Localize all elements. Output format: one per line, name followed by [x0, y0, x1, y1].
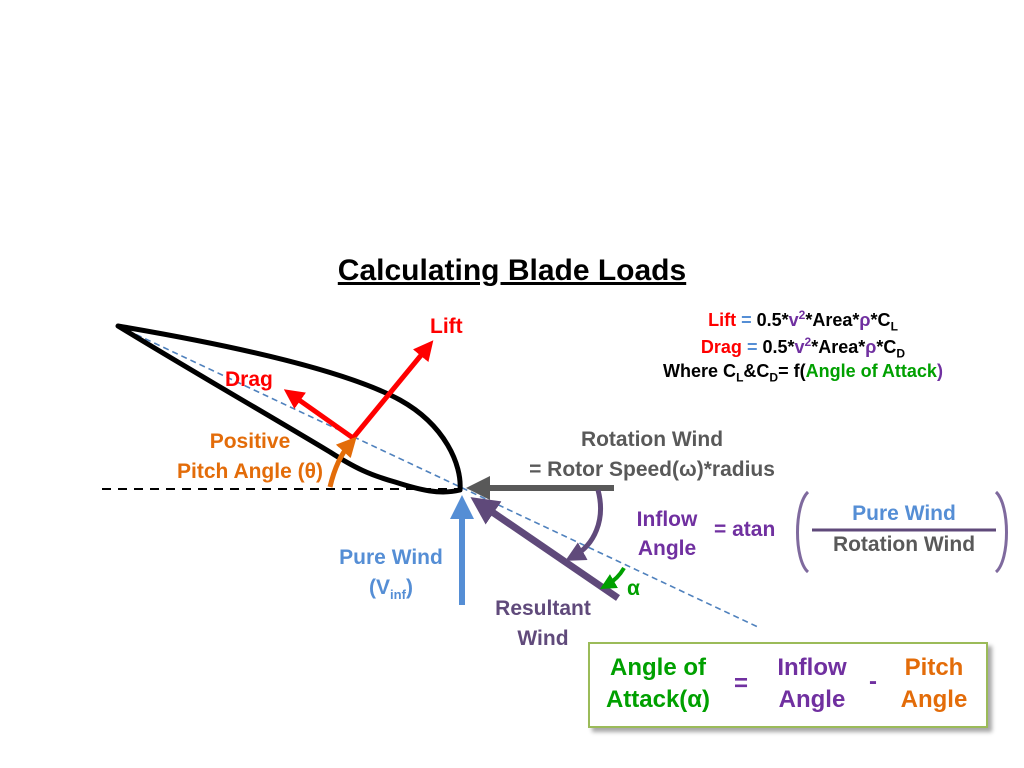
- resultant-wind-arrow: [470, 497, 620, 601]
- drag-label: Drag: [225, 368, 273, 391]
- pitch-angle-text: Pitch Angle (θ): [177, 460, 323, 483]
- resultant-text: Resultant: [495, 597, 591, 620]
- angle-text: Angle: [637, 537, 697, 560]
- atan-label: = atan: [714, 518, 776, 541]
- pitch-angle-arc: [327, 436, 357, 488]
- resultant-wind-label: Resultant Wind: [478, 594, 608, 654]
- coefficient-equation: Where CL&CD= f(Angle of Attack): [663, 361, 943, 385]
- pure-wind-text: Pure Wind: [339, 546, 443, 569]
- right-paren: [994, 490, 1008, 574]
- inflow-angle-arc: [565, 489, 603, 561]
- rotation-wind-label: Rotation Wind = Rotor Speed(ω)*radius: [492, 425, 812, 485]
- v-inf-text: (Vinf): [369, 576, 413, 603]
- equals-sign: =: [733, 670, 748, 697]
- chord-line: [117, 325, 761, 629]
- alpha-arc: [600, 566, 626, 589]
- angle-of-attack-term: Angle of Attack(α): [605, 654, 711, 713]
- wind-text: Wind: [517, 627, 569, 650]
- positive-pitch-angle-label: Positive Pitch Angle (θ): [150, 427, 350, 487]
- inflow-angle-term: Inflow Angle: [777, 654, 847, 713]
- left-paren: [796, 490, 810, 574]
- drag-equation: Drag = 0.5*v2*Area*ρ*CD: [700, 335, 906, 361]
- positive-text: Positive: [209, 430, 291, 453]
- fraction-denominator: Rotation Wind: [832, 533, 976, 556]
- pure-wind-label: Pure Wind (Vinf): [318, 543, 464, 610]
- inflow-angle-label: Inflow Angle: [622, 505, 712, 563]
- pitch-angle-term: Pitch Angle: [900, 654, 968, 713]
- alpha-label: α: [627, 577, 640, 600]
- airfoil: [115, 323, 463, 495]
- angle-of-attack-box: Angle of Attack(α) = Inflow Angle - Pitc…: [588, 642, 988, 728]
- drag-arrow: [283, 389, 355, 441]
- minus-sign: -: [869, 668, 877, 695]
- lift-label: Lift: [430, 315, 463, 338]
- lift-arrow: [351, 340, 434, 440]
- rotor-speed-text: = Rotor Speed(ω)*radius: [529, 458, 775, 481]
- slide-title: Calculating Blade Loads: [337, 254, 687, 287]
- rotation-wind-text: Rotation Wind: [580, 428, 724, 451]
- fraction-numerator: Pure Wind: [852, 502, 956, 525]
- lift-equation: Lift = 0.5*v2*Area*ρ*CL: [708, 308, 898, 334]
- inflow-text: Inflow: [636, 508, 698, 531]
